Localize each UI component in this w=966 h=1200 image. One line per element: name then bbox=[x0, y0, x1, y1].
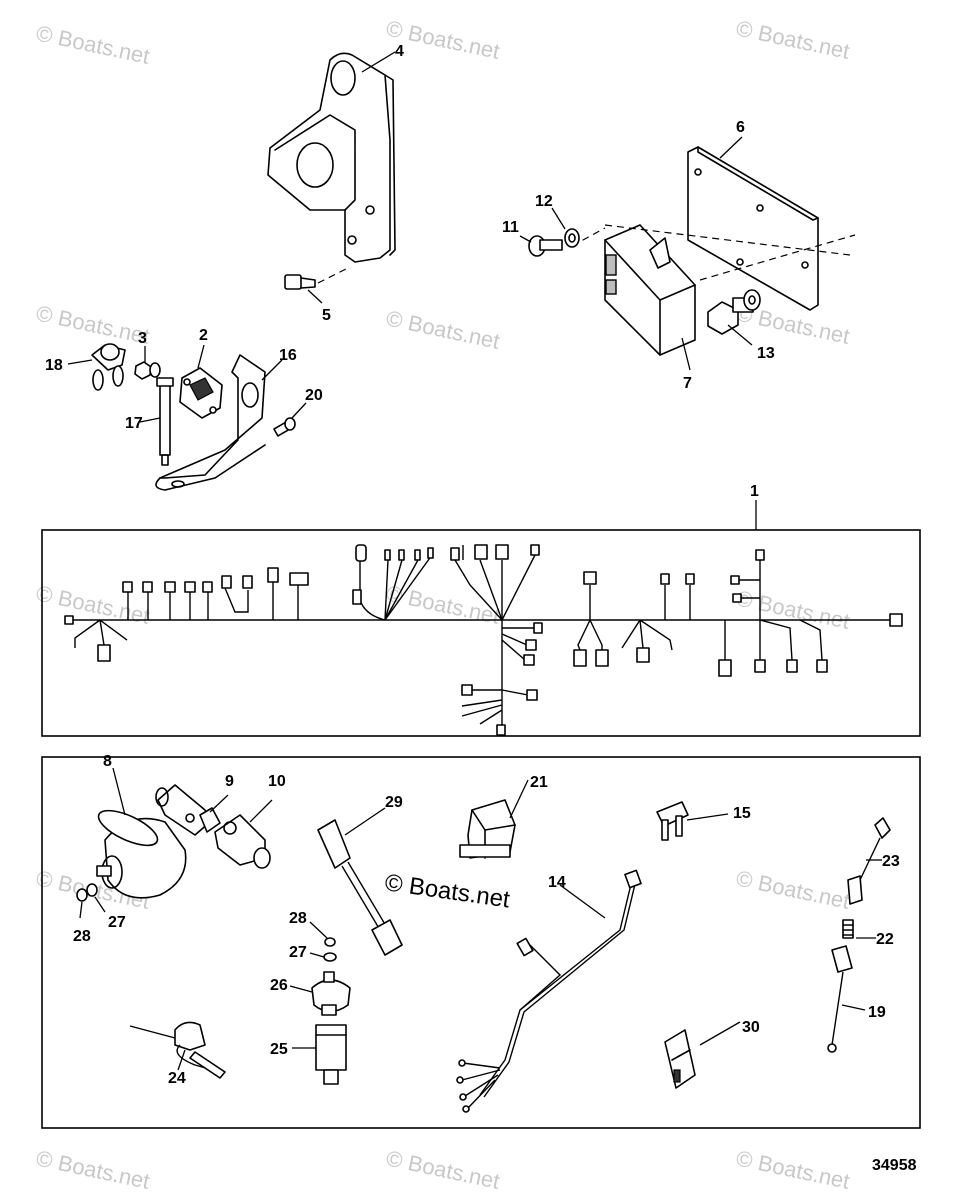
callout-18: 18 bbox=[45, 357, 63, 374]
nut-part-3 bbox=[134, 361, 161, 380]
harness-frame bbox=[41, 529, 921, 737]
bracket-part-16 bbox=[155, 354, 266, 491]
callout-6: 6 bbox=[736, 119, 745, 136]
callout-28-left: 28 bbox=[73, 928, 91, 945]
connector-part-30 bbox=[664, 1029, 696, 1089]
watermark: © Boats.net bbox=[34, 1145, 152, 1193]
washer-part-27 bbox=[323, 952, 337, 962]
watermark-center: © Boats.net bbox=[383, 869, 512, 913]
callout-1: 1 bbox=[750, 483, 759, 500]
callout-17: 17 bbox=[125, 415, 143, 432]
module-part-7 bbox=[604, 224, 696, 356]
callout-5: 5 bbox=[322, 307, 331, 324]
callout-3: 3 bbox=[138, 330, 147, 347]
lead-part-19 bbox=[827, 945, 853, 1053]
fuse-part-15 bbox=[656, 801, 689, 841]
callout-24: 24 bbox=[168, 1070, 186, 1087]
switch-part-10 bbox=[214, 814, 271, 869]
lead-part-23 bbox=[847, 817, 891, 905]
callout-10: 10 bbox=[268, 773, 286, 790]
callout-27-left: 27 bbox=[108, 914, 126, 931]
callout-26: 26 bbox=[270, 977, 288, 994]
bolt-part-13 bbox=[707, 289, 761, 335]
callout-27: 27 bbox=[289, 944, 307, 961]
stud-part-17 bbox=[156, 377, 174, 466]
callout-23: 23 bbox=[882, 853, 900, 870]
sensor-part-29 bbox=[317, 819, 403, 956]
callout-19: 19 bbox=[868, 1004, 886, 1021]
figure-number: 34958 bbox=[872, 1157, 917, 1174]
callout-25: 25 bbox=[270, 1041, 288, 1058]
bracket-part-4 bbox=[267, 52, 396, 263]
screw-part-11 bbox=[528, 235, 563, 257]
watermark: © Boats.net bbox=[34, 580, 152, 628]
callout-13: 13 bbox=[757, 345, 775, 362]
screw-part-20 bbox=[273, 417, 296, 437]
watermark: © Boats.net bbox=[384, 1145, 502, 1193]
harness-part-14 bbox=[456, 869, 642, 1113]
callout-30: 30 bbox=[742, 1019, 760, 1036]
watermark: © Boats.net bbox=[34, 20, 152, 68]
callout-14: 14 bbox=[548, 874, 566, 891]
washers-left bbox=[76, 883, 98, 902]
sensor-part-24 bbox=[129, 1021, 226, 1079]
plate-part-6 bbox=[687, 146, 819, 311]
relay-part-21 bbox=[459, 799, 516, 859]
callout-4: 4 bbox=[395, 43, 404, 60]
bolt-part-5 bbox=[284, 274, 316, 290]
accessories-frame bbox=[41, 756, 921, 1129]
sender-part-8 bbox=[96, 809, 187, 899]
watermark: © Boats.net bbox=[734, 865, 852, 913]
boot-part-18 bbox=[91, 343, 126, 391]
washer-part-12 bbox=[564, 228, 580, 248]
callout-9: 9 bbox=[225, 773, 234, 790]
watermark: © Boats.net bbox=[734, 585, 852, 633]
callout-8: 8 bbox=[103, 753, 112, 770]
circuit-breaker-part-2 bbox=[179, 367, 223, 419]
watermark: © Boats.net bbox=[734, 15, 852, 63]
watermark: © Boats.net bbox=[384, 305, 502, 353]
fitting-part-9 bbox=[155, 784, 221, 836]
nut-part-28 bbox=[324, 937, 336, 947]
spring-part-22 bbox=[842, 919, 854, 939]
switch-part-26 bbox=[311, 971, 351, 1016]
callout-15: 15 bbox=[733, 805, 751, 822]
callout-21: 21 bbox=[530, 774, 548, 791]
callout-7: 7 bbox=[683, 375, 692, 392]
callout-22: 22 bbox=[876, 931, 894, 948]
callout-28: 28 bbox=[289, 910, 307, 927]
callout-16: 16 bbox=[279, 347, 297, 364]
callout-11: 11 bbox=[502, 219, 519, 236]
wiring-harness-part-1 bbox=[64, 544, 903, 736]
callout-29: 29 bbox=[385, 794, 403, 811]
callout-20: 20 bbox=[305, 387, 323, 404]
watermark: © Boats.net bbox=[384, 580, 502, 628]
watermark: © Boats.net bbox=[734, 1145, 852, 1193]
watermark: © Boats.net bbox=[34, 300, 152, 348]
callout-12: 12 bbox=[535, 193, 553, 210]
callout-2: 2 bbox=[199, 327, 208, 344]
adapter-part-25 bbox=[315, 1024, 347, 1085]
